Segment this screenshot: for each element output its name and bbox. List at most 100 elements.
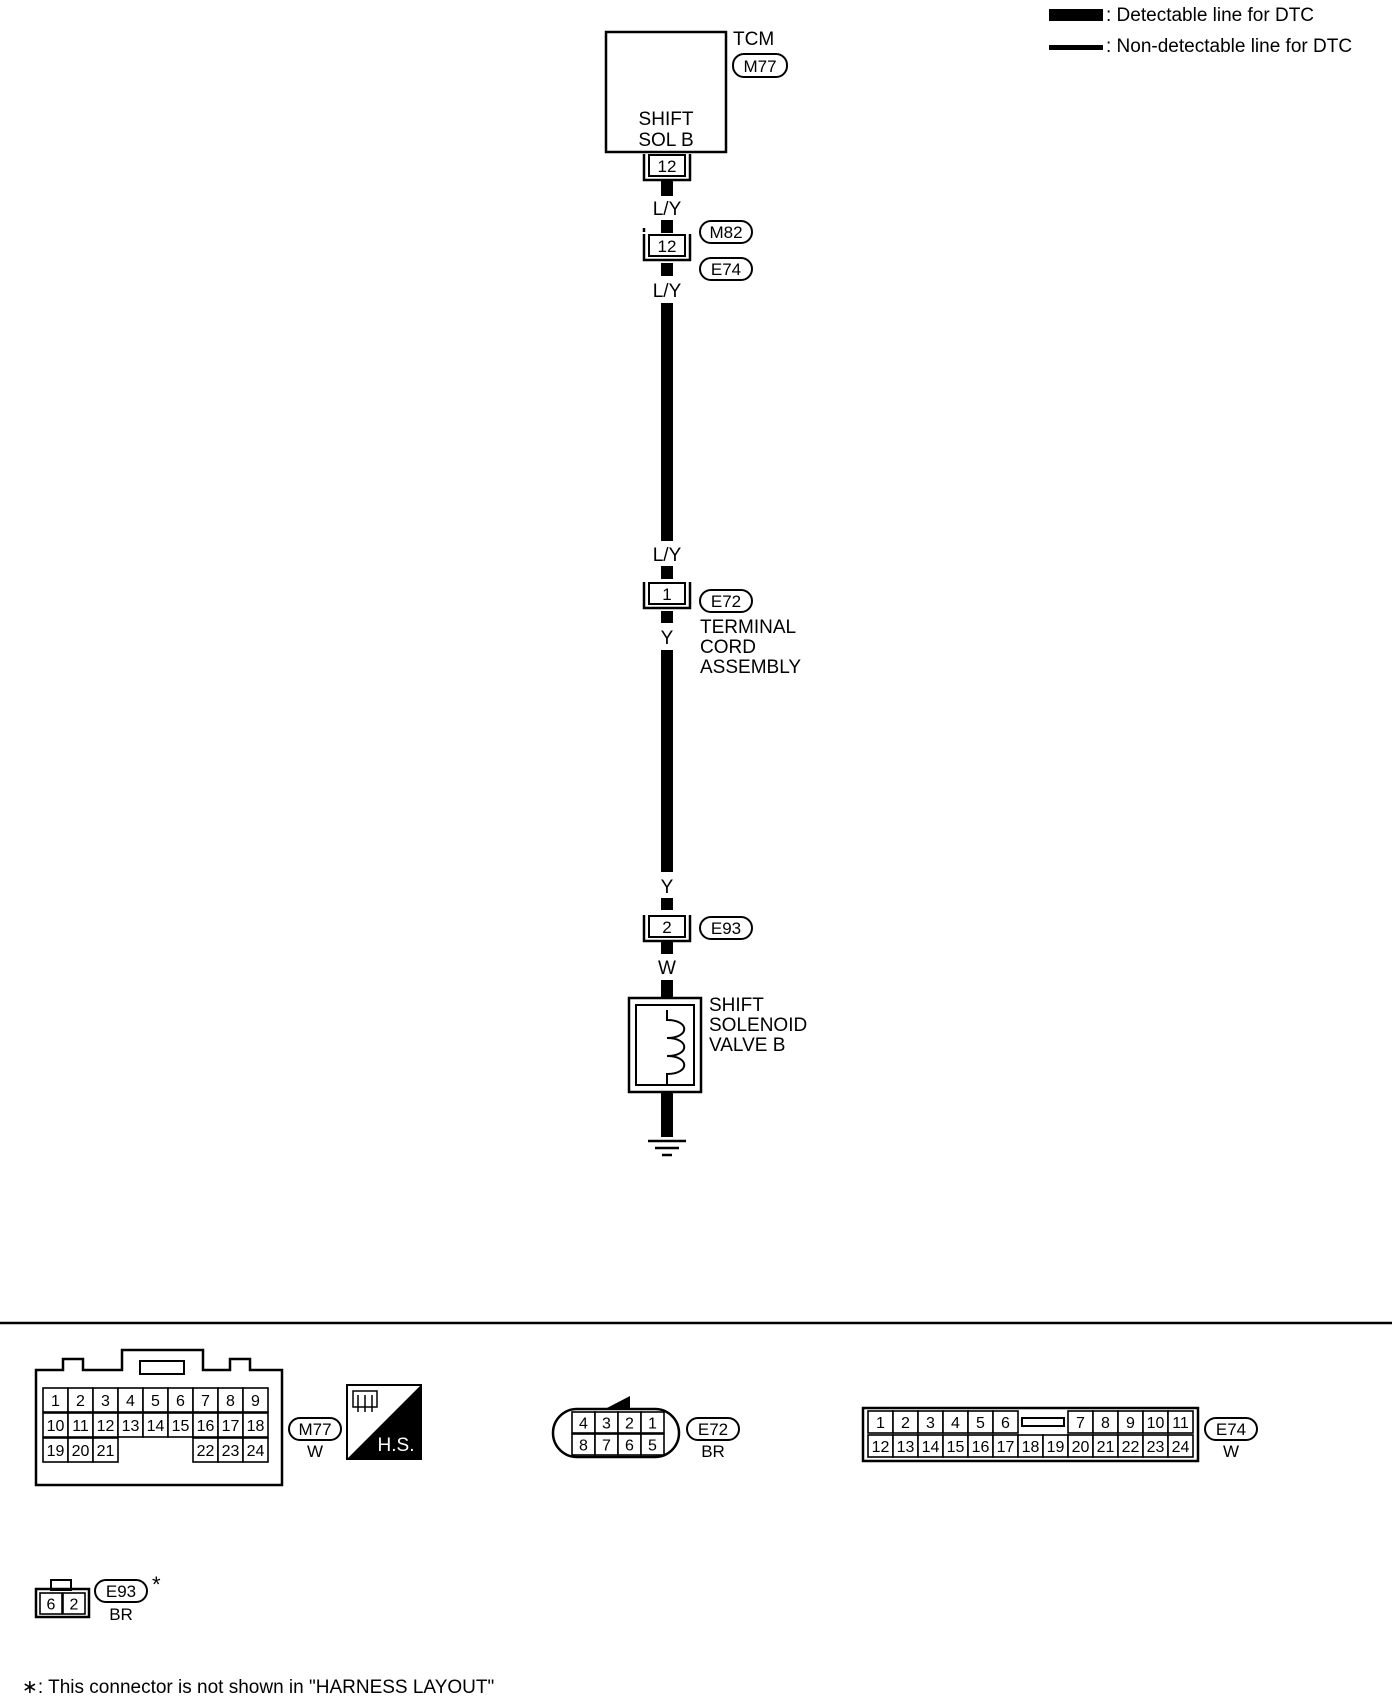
e93-pin: 6 [47, 1597, 56, 1614]
tcm-title: TCM [733, 29, 774, 50]
m77-pin: 15 [172, 1418, 190, 1435]
m77-pin: 24 [247, 1443, 265, 1460]
harness-side-label: H.S. [378, 1435, 415, 1456]
m77-pin-cavity [242, 1412, 269, 1438]
m77-pin: 5 [151, 1393, 160, 1410]
e74-pin: 13 [897, 1439, 915, 1456]
e72-housing [551, 1407, 681, 1459]
m77-pin-cavity [67, 1412, 94, 1438]
m77-pin-cavity [142, 1387, 169, 1413]
solenoid-connector-e93: 2 E93 [642, 915, 753, 943]
harness-side-icon: H.S. [346, 1384, 422, 1460]
e72-pin-cavity [640, 1411, 665, 1434]
e74-pin: 11 [1172, 1415, 1189, 1432]
tcm-function-line1: SHIFT [639, 109, 694, 130]
m77-pin-cavity [217, 1387, 244, 1413]
e72-color: BR [701, 1442, 725, 1461]
e93-pin-cavity [62, 1592, 86, 1615]
joint-connector-upper-tag [699, 220, 753, 244]
m77-pin: 13 [122, 1418, 140, 1435]
e74-color: W [1223, 1442, 1239, 1461]
legend-detectable-label: : Detectable line for DTC [1106, 5, 1314, 26]
e72-key [605, 1396, 630, 1409]
solenoid-coil-icon [666, 1010, 686, 1085]
wire-color-5: Y [661, 877, 674, 898]
e93-pin: 2 [70, 1597, 79, 1614]
m77-pin-cavity [42, 1387, 69, 1413]
joint-connector-m82-e74: 12 M82 E74 [642, 220, 753, 281]
wire-segment-3 [661, 263, 673, 276]
e93-id: E93 [106, 1582, 136, 1601]
e74-pin: 1 [876, 1415, 885, 1432]
wire-segment-8 [661, 980, 673, 998]
e74-pin-cavity [1167, 1410, 1194, 1434]
e74-pin: 19 [1047, 1439, 1065, 1456]
e74-pin: 4 [951, 1415, 960, 1432]
e93-asterisk: * [152, 1572, 161, 1597]
m77-pin: 1 [51, 1393, 60, 1410]
e72-pin: 1 [648, 1416, 657, 1433]
solenoid-outer-box [627, 996, 703, 1094]
m77-pin-cavity [117, 1387, 144, 1413]
e72-pin: 5 [648, 1438, 657, 1455]
solenoid-label-line1: SHIFT [709, 995, 764, 1016]
m77-latch [139, 1360, 185, 1375]
solenoid-connector-terminal-number: 2 [662, 918, 671, 937]
wire-segment-1 [661, 181, 673, 196]
e93-pin-cavity [39, 1592, 63, 1615]
e74-pin: 21 [1097, 1439, 1115, 1456]
joint-connector-lower-id: E74 [711, 260, 741, 279]
m77-pin-cavity [92, 1387, 119, 1413]
e74-housing [861, 1406, 1200, 1463]
e74-pin: 7 [1076, 1415, 1085, 1432]
joint-connector-bracket [642, 234, 692, 262]
m77-pin-cavity [217, 1437, 244, 1463]
m77-pin: 3 [101, 1393, 110, 1410]
joint-connector-lower-tag [699, 257, 753, 281]
solenoid-label-line2: SOLENOID [709, 1015, 807, 1036]
e74-pin: 17 [997, 1439, 1015, 1456]
m77-pin: 17 [222, 1418, 240, 1435]
e74-id-tag [1204, 1417, 1258, 1441]
m77-pin: 21 [97, 1443, 115, 1460]
m77-pin-cavity [192, 1387, 219, 1413]
m77-pin: 18 [247, 1418, 265, 1435]
m77-pin: 23 [222, 1443, 240, 1460]
e72-id-tag [686, 1417, 740, 1441]
tcm-connector-id: M77 [743, 57, 776, 76]
m77-pin-cavity [217, 1412, 244, 1438]
e72-pin: 3 [602, 1416, 611, 1433]
wire-color-3: L/Y [653, 545, 682, 566]
e93-latch [50, 1579, 72, 1591]
m77-pin: 6 [176, 1393, 185, 1410]
m77-pin: 14 [147, 1418, 165, 1435]
m77-id: M77 [298, 1420, 331, 1439]
tcm-connector-tag [732, 53, 788, 78]
e74-pin: 3 [926, 1415, 935, 1432]
m77-housing [34, 1348, 284, 1487]
e74-pin: 15 [947, 1439, 965, 1456]
e74-pin: 24 [1172, 1439, 1190, 1456]
terminal-cord-bracket [642, 582, 692, 610]
solenoid-connector-id: E93 [711, 919, 741, 938]
e74-id: E74 [1216, 1420, 1246, 1439]
e93-color: BR [109, 1605, 133, 1624]
e72-pin: 2 [625, 1416, 634, 1433]
wire-segment-2 [661, 220, 673, 233]
terminal-cord-connector-id: E72 [711, 592, 741, 611]
joint-connector-upper-id: M82 [709, 223, 742, 242]
e74-pin-cavity [1167, 1434, 1194, 1458]
e74-pin: 5 [976, 1415, 985, 1432]
e74-pin: 6 [1001, 1415, 1010, 1432]
tcm-terminal-bracket [642, 154, 692, 182]
terminal-cord-assembly: 1 E72 TERMINAL CORD ASSEMBLY [642, 582, 801, 678]
solenoid-connector-terminal-box [648, 915, 686, 938]
e74-pin: 8 [1101, 1415, 1110, 1432]
m77-pin: 20 [72, 1443, 90, 1460]
e74-pin: 16 [972, 1439, 990, 1456]
